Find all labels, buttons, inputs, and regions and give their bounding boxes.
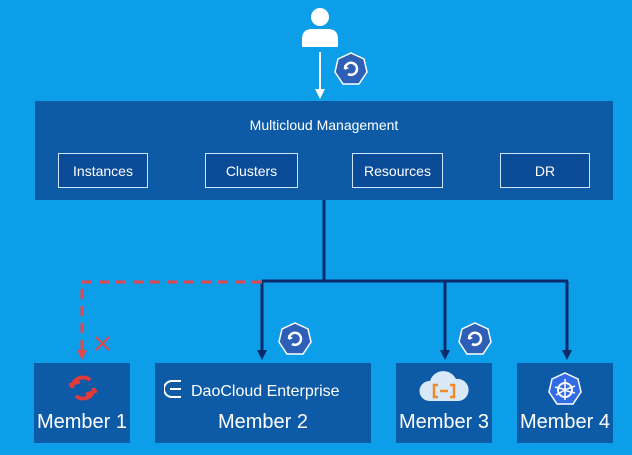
member-label: Member 1 <box>36 411 128 433</box>
member-label: Member 2 <box>217 411 309 433</box>
multicloud-management-panel: Multicloud Management Instances Clusters… <box>35 101 613 200</box>
openshift-icon <box>68 375 98 401</box>
resources-button[interactable]: Resources <box>352 153 443 188</box>
sync-badge-icon <box>458 322 492 355</box>
daocloud-icon <box>164 380 181 398</box>
daocloud-brand-text: DaoCloud Enterprise <box>191 383 340 400</box>
member-4-card[interactable]: Member 4 <box>517 363 613 443</box>
clusters-button[interactable]: Clusters <box>205 153 298 188</box>
instances-button[interactable]: Instances <box>58 153 148 188</box>
member-3-card[interactable]: Member 3 <box>396 363 492 443</box>
member-2-card[interactable]: DaoCloud Enterprise Member 2 <box>155 363 371 443</box>
sync-badge-icon <box>334 52 368 85</box>
failed-path <box>77 280 262 360</box>
member-label: Member 4 <box>519 411 611 433</box>
member-1-card[interactable]: Member 1 <box>34 363 130 443</box>
member-label: Member 3 <box>398 411 490 433</box>
kubernetes-icon <box>548 372 582 405</box>
failure-x-icon <box>95 336 110 351</box>
sync-badge-icon <box>278 322 312 355</box>
dr-button[interactable]: DR <box>500 153 590 188</box>
user-icon <box>302 8 338 47</box>
panel-title: Multicloud Management <box>249 117 399 133</box>
aliyun-icon <box>419 371 469 401</box>
